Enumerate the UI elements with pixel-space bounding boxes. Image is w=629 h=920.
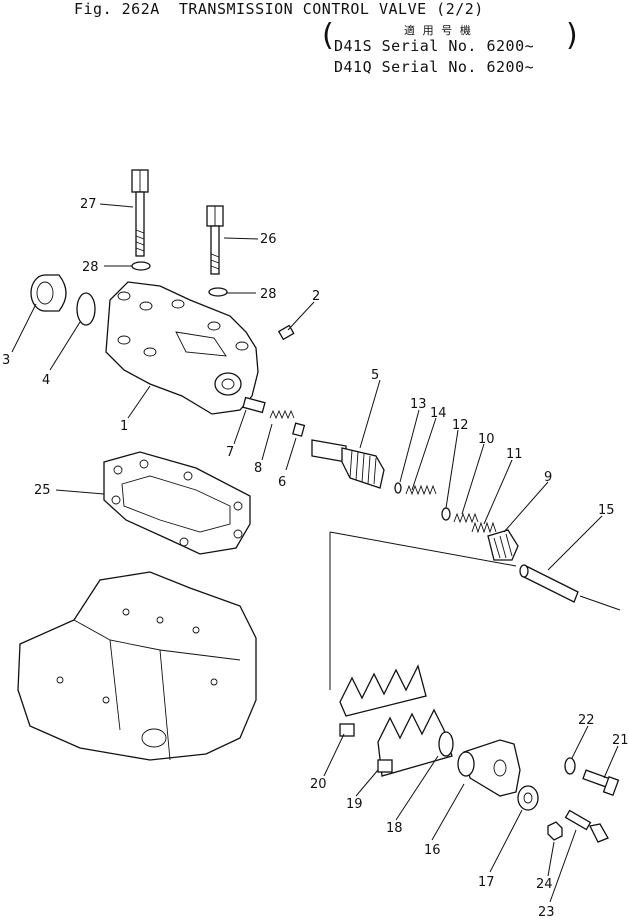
callout-15: 15 <box>598 503 615 518</box>
callout-21: 21 <box>612 733 629 748</box>
part-24-nut <box>547 821 563 841</box>
figure-title: Fig. 262A TRANSMISSION CONTROL VALVE (2/… <box>74 0 484 18</box>
part-21-bolt <box>582 769 620 797</box>
part-27-bolt <box>131 169 149 257</box>
part-13-ring <box>394 482 402 494</box>
part-6-plunger <box>292 422 306 437</box>
callout-27: 27 <box>80 197 97 212</box>
callout-23: 23 <box>538 905 555 920</box>
serial-line-d41q: D41Q Serial No. 6200~ <box>334 58 535 76</box>
part-22-washer <box>564 757 576 775</box>
phantom-line-right <box>579 595 621 611</box>
part-1-valve-body <box>105 281 259 415</box>
callout-1: 1 <box>120 419 128 434</box>
left-paren: ( <box>322 18 334 53</box>
part-20-leaf-spring <box>339 664 427 737</box>
part-28-washer-a <box>131 261 151 271</box>
callout-17: 17 <box>478 875 495 890</box>
callout-8: 8 <box>254 461 262 476</box>
part-11-spring <box>471 521 497 534</box>
callout-19: 19 <box>346 797 363 812</box>
serial-line-d41s: D41S Serial No. 6200~ <box>334 37 535 55</box>
part-2-plug <box>277 324 295 341</box>
callout-13: 13 <box>410 397 427 412</box>
part-28-washer-b <box>208 287 228 297</box>
callout-25: 25 <box>34 483 51 498</box>
callout-3: 3 <box>2 353 10 368</box>
callout-26: 26 <box>260 232 277 247</box>
part-8-spring <box>269 409 295 420</box>
callout-24: 24 <box>536 877 553 892</box>
callout-12: 12 <box>452 418 469 433</box>
part-18-o-ring <box>438 731 454 757</box>
phantom-line-top <box>329 531 517 567</box>
callout-20: 20 <box>310 777 327 792</box>
callout-7: 7 <box>226 445 234 460</box>
part-15-pin <box>519 564 579 603</box>
part-9-piston <box>487 529 519 561</box>
part-5-spool <box>311 439 385 489</box>
part-14-spring <box>405 484 437 496</box>
right-paren: ) <box>566 18 578 53</box>
callout-14: 14 <box>430 406 447 421</box>
part-26-bolt <box>206 205 224 275</box>
callout-16: 16 <box>424 843 441 858</box>
callout-2: 2 <box>312 289 320 304</box>
part-4-o-ring <box>76 292 96 326</box>
callout-6: 6 <box>278 475 286 490</box>
figure-name: TRANSMISSION CONTROL VALVE (2/2) <box>178 0 484 18</box>
lower-housing <box>17 571 257 761</box>
figure-number: Fig. 262A <box>74 0 160 18</box>
callout-22: 22 <box>578 713 595 728</box>
callout-9: 9 <box>544 470 552 485</box>
part-17-washer <box>517 785 539 811</box>
callout-10: 10 <box>478 432 495 447</box>
part-16-cover <box>457 739 521 797</box>
callout-11: 11 <box>506 447 523 462</box>
part-19-leaf-spring <box>377 708 453 777</box>
part-23-screw <box>564 809 609 843</box>
part-3-plug <box>30 274 67 312</box>
callout-5: 5 <box>371 368 379 383</box>
part-25-gasket <box>103 451 251 555</box>
leader-lines <box>11 203 619 903</box>
part-12-seat <box>441 507 451 521</box>
part-7-sleeve <box>242 396 266 414</box>
applicable-models-label: 適 用 号 機 <box>404 24 472 37</box>
callout-18: 18 <box>386 821 403 836</box>
part-10-spring <box>453 512 479 524</box>
callout-28-b: 28 <box>260 287 277 302</box>
callout-4: 4 <box>42 373 50 388</box>
callout-28-a: 28 <box>82 260 99 275</box>
